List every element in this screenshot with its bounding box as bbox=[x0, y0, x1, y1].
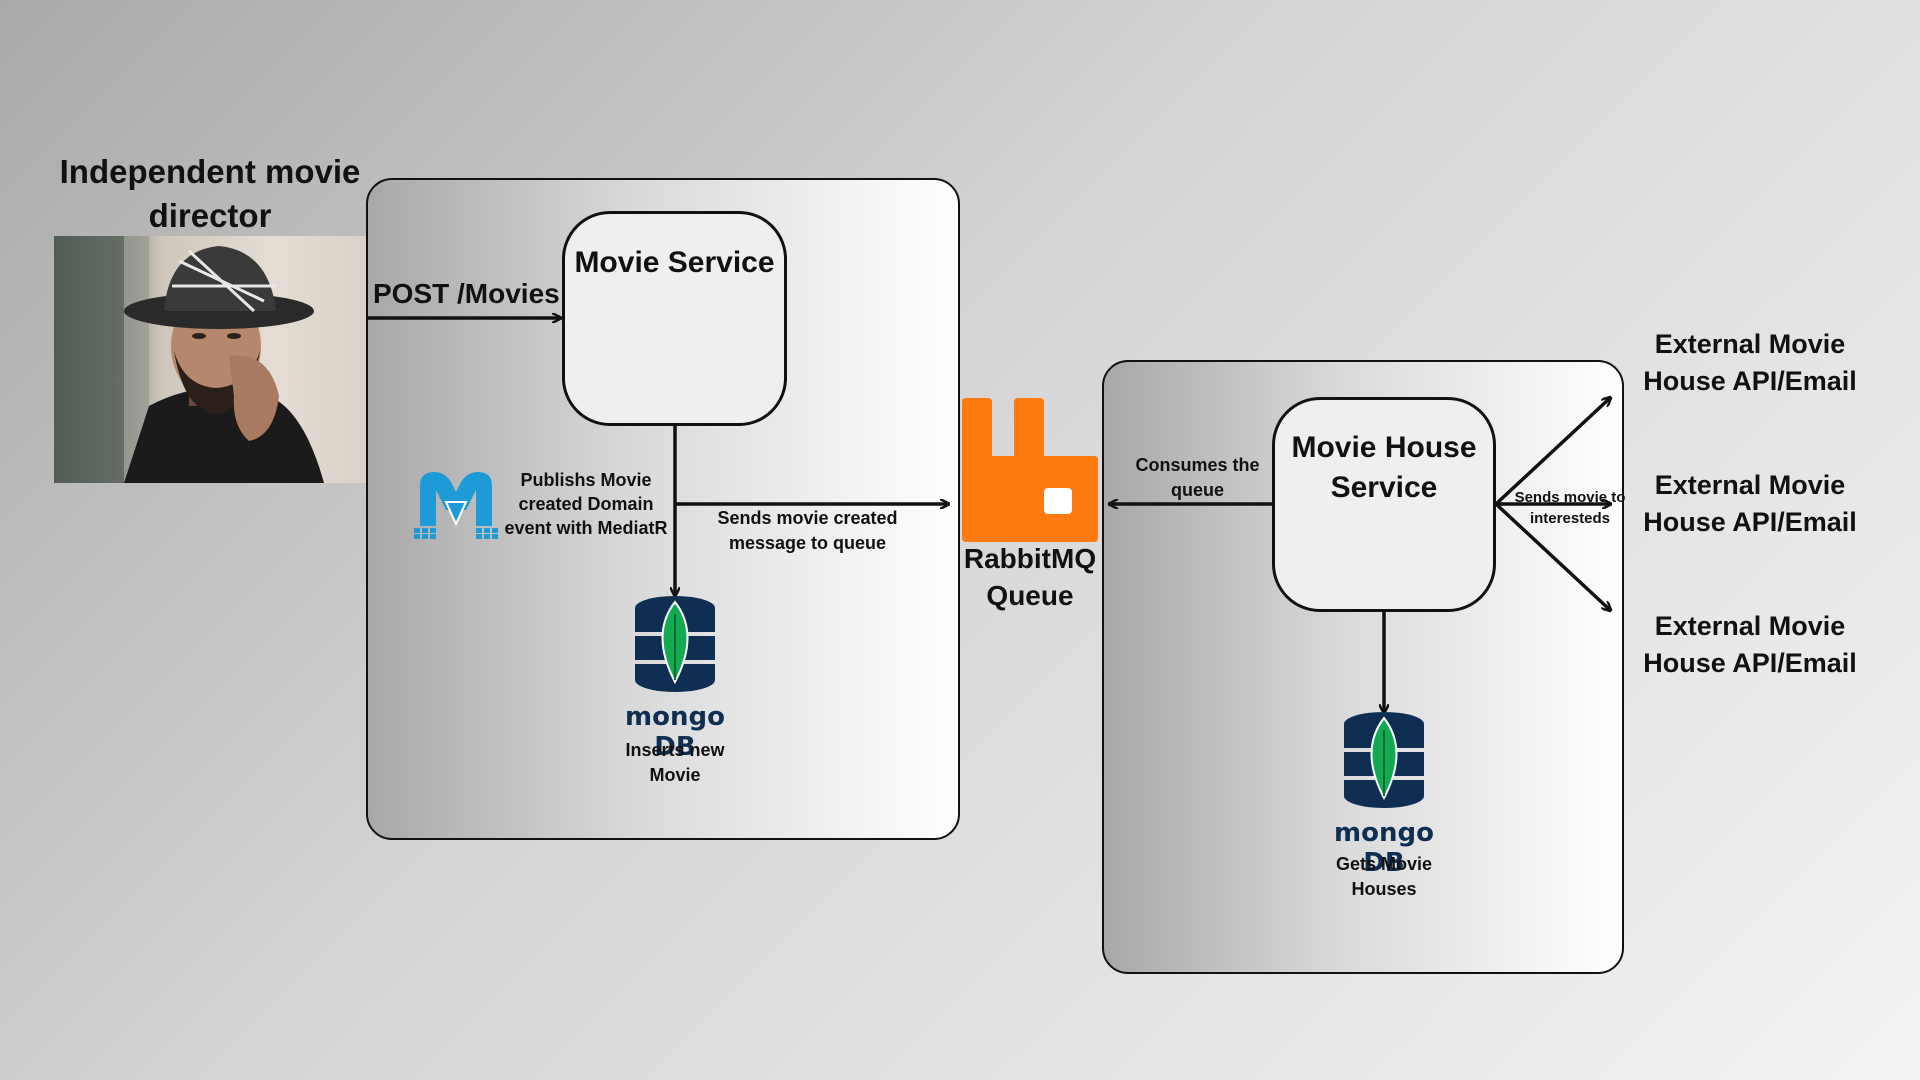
director-title: Independent movie director bbox=[40, 150, 380, 238]
send-queue-description: Sends movie created message to queue bbox=[700, 506, 915, 556]
external-target-3: External Movie House API/Email bbox=[1625, 608, 1875, 682]
send-queue-line2: message to queue bbox=[728, 533, 887, 553]
director-portrait-graphic bbox=[54, 236, 324, 483]
external-target-2-line1: External Movie bbox=[1654, 470, 1846, 500]
send-queue-line1: Sends movie created bbox=[717, 508, 898, 528]
mongodb-left-description: Inserts new Movie bbox=[595, 738, 755, 788]
mongodb-right-icon bbox=[1341, 710, 1427, 810]
mediatr-line3: event with MediatR bbox=[504, 518, 668, 538]
consume-line2: queue bbox=[1170, 480, 1224, 500]
mongodb-left-line1: Inserts new bbox=[625, 740, 725, 760]
director-title-line2: director bbox=[148, 197, 272, 234]
consume-description: Consumes the queue bbox=[1120, 453, 1275, 503]
mediatr-line1: Publishs Movie bbox=[520, 470, 652, 490]
external-target-1: External Movie House API/Email bbox=[1625, 326, 1875, 400]
rabbitmq-line1: RabbitMQ bbox=[963, 543, 1097, 574]
rabbitmq-label: RabbitMQ Queue bbox=[940, 540, 1120, 614]
director-title-line1: Independent movie bbox=[59, 153, 361, 190]
external-target-2: External Movie House API/Email bbox=[1625, 467, 1875, 541]
mongodb-left-logo-text: mongo DB bbox=[625, 702, 725, 762]
mediatr-line2: created Domain bbox=[518, 494, 654, 514]
rabbitmq-line2: Queue bbox=[986, 580, 1074, 611]
mongodb-right-line2: Houses bbox=[1351, 879, 1417, 899]
fanout-arrow-bottom bbox=[1494, 502, 1610, 610]
mongodb-right-line1: Gets Movie bbox=[1335, 854, 1433, 874]
post-movies-label: POST /Movies bbox=[373, 278, 560, 309]
fanout-arrow-top bbox=[1494, 398, 1610, 506]
movie-service-title: Movie Service bbox=[574, 246, 775, 279]
mongodb-left-icon bbox=[632, 594, 718, 694]
movie-service-box: Movie Service bbox=[562, 211, 787, 426]
consume-line1: Consumes the bbox=[1135, 455, 1260, 475]
external-target-1-line2: House API/Email bbox=[1643, 366, 1857, 396]
mongodb-right-description: Gets Movie Houses bbox=[1304, 852, 1464, 902]
fanout-description: Sends movie to interesteds bbox=[1505, 487, 1635, 529]
movie-house-title-line1: Movie House bbox=[1291, 431, 1477, 464]
movie-house-service-box: Movie House Service bbox=[1272, 397, 1496, 612]
mongodb-right-logo-text: mongo DB bbox=[1334, 818, 1434, 878]
rabbitmq-icon bbox=[962, 398, 1098, 542]
mediatr-icon bbox=[414, 466, 498, 540]
mongodb-left-line2: Movie bbox=[649, 765, 701, 785]
external-target-1-line1: External Movie bbox=[1654, 329, 1846, 359]
fanout-line1: Sends movie to bbox=[1514, 489, 1626, 506]
movie-house-title-line2: Service bbox=[1330, 471, 1438, 504]
fanout-line2: interesteds bbox=[1529, 510, 1611, 527]
external-target-3-line1: External Movie bbox=[1654, 611, 1846, 641]
external-target-2-line2: House API/Email bbox=[1643, 507, 1857, 537]
director-photo bbox=[54, 236, 366, 483]
external-target-3-line2: House API/Email bbox=[1643, 648, 1857, 678]
mediatr-description: Publishs Movie created Domain event with… bbox=[496, 468, 676, 540]
